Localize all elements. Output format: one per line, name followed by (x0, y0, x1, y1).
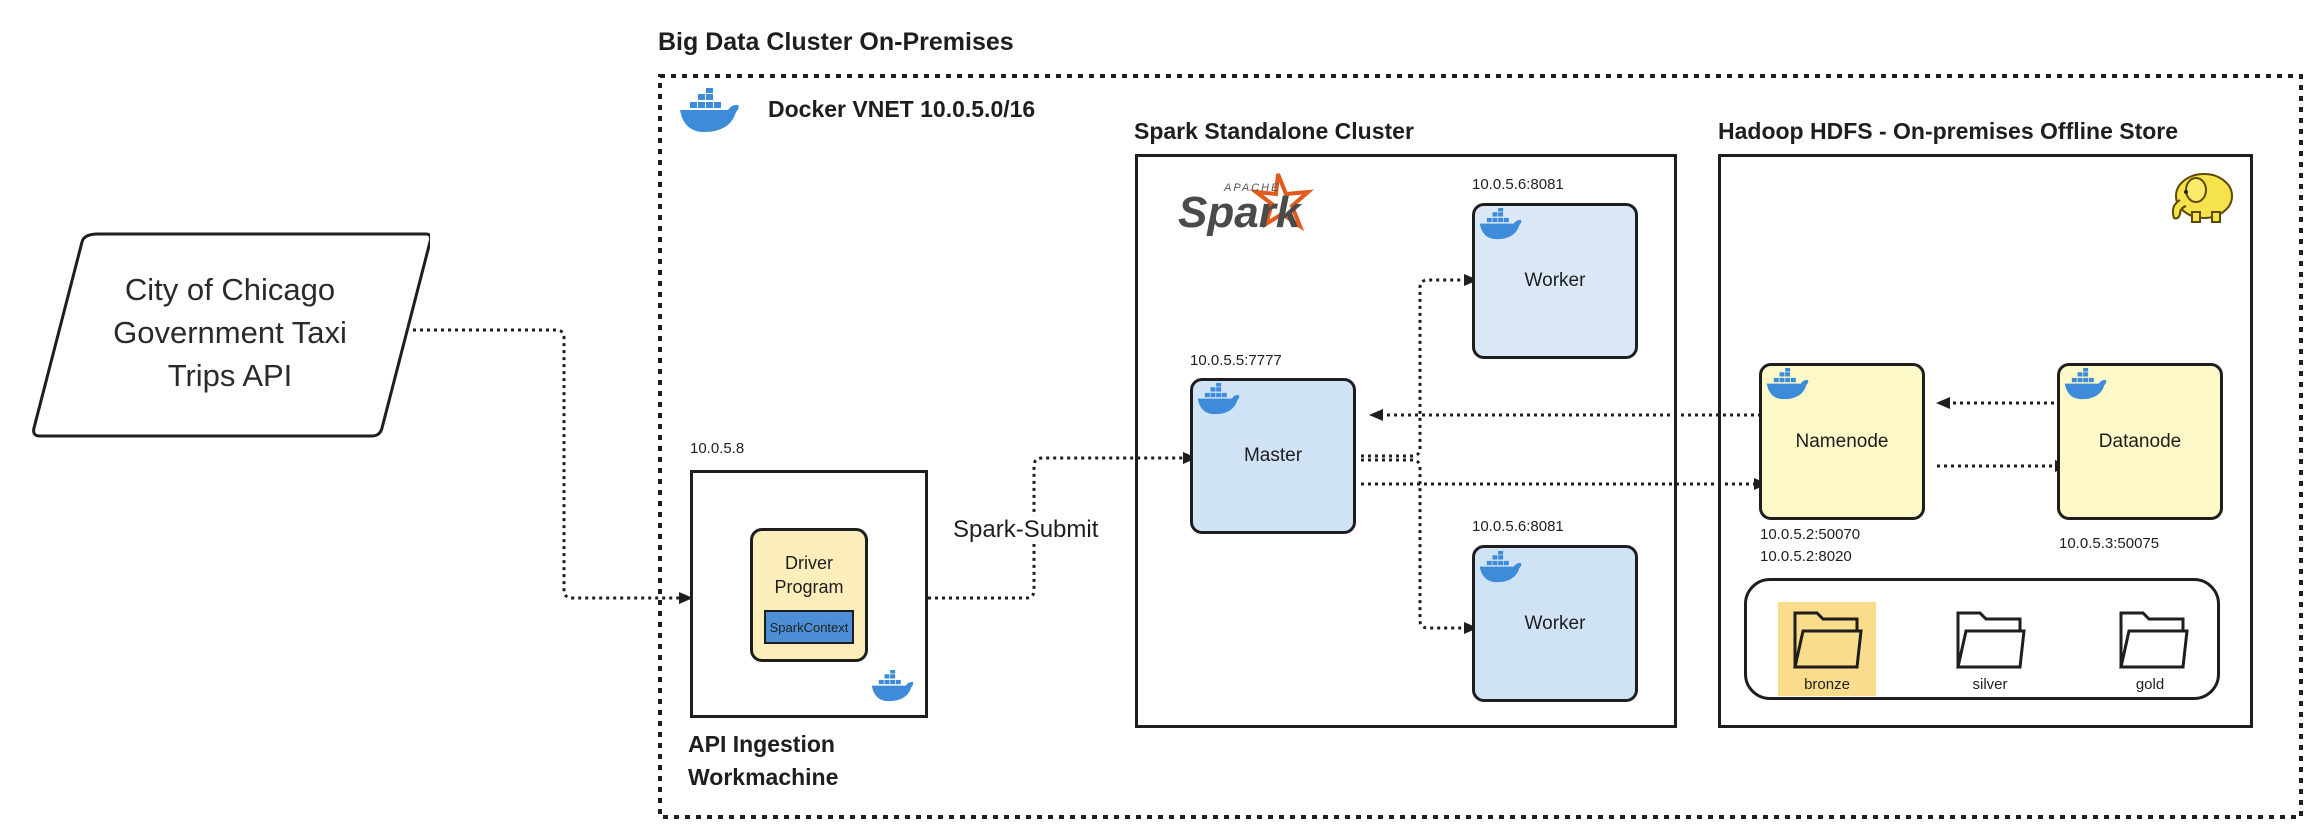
namenode-ip-2: 10.0.5.2:8020 (1760, 548, 1852, 565)
master-to-worker-bottom-arrow (1361, 458, 1478, 634)
hdfs-title: Hadoop HDFS - On-premises Offline Store (1718, 118, 2179, 144)
hdfs-box (1718, 154, 2253, 728)
docker-whale-icon (2063, 368, 2109, 407)
worker-top: Worker (1472, 203, 1638, 359)
ingestion-title: API Ingestion Workmachine (688, 731, 839, 790)
namenode-label: Namenode (1795, 430, 1889, 452)
cluster-boundary (658, 74, 2303, 819)
cluster-title: Big Data Cluster On-Premises (658, 28, 1014, 56)
master-node: Master (1190, 378, 1356, 534)
folder-label-silver: silver (1972, 676, 2008, 693)
folder-label-gold: gold (2135, 676, 2165, 693)
ingestion-ip: 10.0.5.8 (690, 440, 745, 457)
spark-cluster-box (1135, 154, 1677, 728)
docker-whale-icon (1196, 383, 1242, 422)
datanode-label: Datanode (2098, 430, 2182, 452)
worker-bottom-label: Worker (1524, 612, 1586, 634)
spark-logo: APACHE Spark (1178, 170, 1318, 244)
worker-bottom-ip: 10.0.5.6:8081 (1472, 518, 1564, 535)
docker-whale-icon (1478, 208, 1524, 247)
api-source: City of Chicago Government Taxi Trips AP… (30, 232, 430, 440)
spark-context: SparkContext (764, 610, 854, 644)
driver-program-label: Driver Program (774, 553, 844, 597)
folder-label-bronze: bronze (1804, 676, 1850, 693)
docker-whale-icon (678, 88, 742, 141)
hadoop-elephant-icon (2166, 166, 2238, 229)
master-label: Master (1243, 445, 1303, 466)
folder-icon (1954, 605, 2026, 676)
folder-icon (1791, 605, 1863, 676)
spark-logo-top: APACHE (1224, 182, 1281, 194)
spark-cluster-title: Spark Standalone Cluster (1134, 118, 1414, 144)
master-to-worker-top-arrow (1361, 274, 1478, 458)
folder-icon (2117, 605, 2189, 676)
worker-top-label: Worker (1524, 270, 1586, 291)
docker-whale-icon (1765, 368, 1811, 407)
docker-whale-icon (870, 670, 916, 709)
spark-logo-text: Spark (1178, 188, 1301, 237)
api-source-label: City of Chicago Government Taxi Trips AP… (113, 272, 347, 393)
worker-bottom: Worker (1472, 545, 1638, 702)
vnet-label: Docker VNET 10.0.5.0/16 (768, 96, 1036, 122)
api-to-ingestion-arrow (413, 328, 693, 604)
master-ip: 10.0.5.5:7777 (1190, 352, 1282, 369)
docker-whale-icon (1478, 551, 1524, 590)
datanode-ip: 10.0.5.3:50075 (2059, 535, 2160, 552)
storage-layers (1744, 578, 2220, 700)
worker-top-ip: 10.0.5.6:8081 (1472, 176, 1564, 193)
spark-submit-arrow (872, 452, 1197, 600)
namenode-ip-1: 10.0.5.2:50070 (1760, 526, 1861, 543)
spark-submit-label: Spark-Submit (953, 516, 1099, 544)
